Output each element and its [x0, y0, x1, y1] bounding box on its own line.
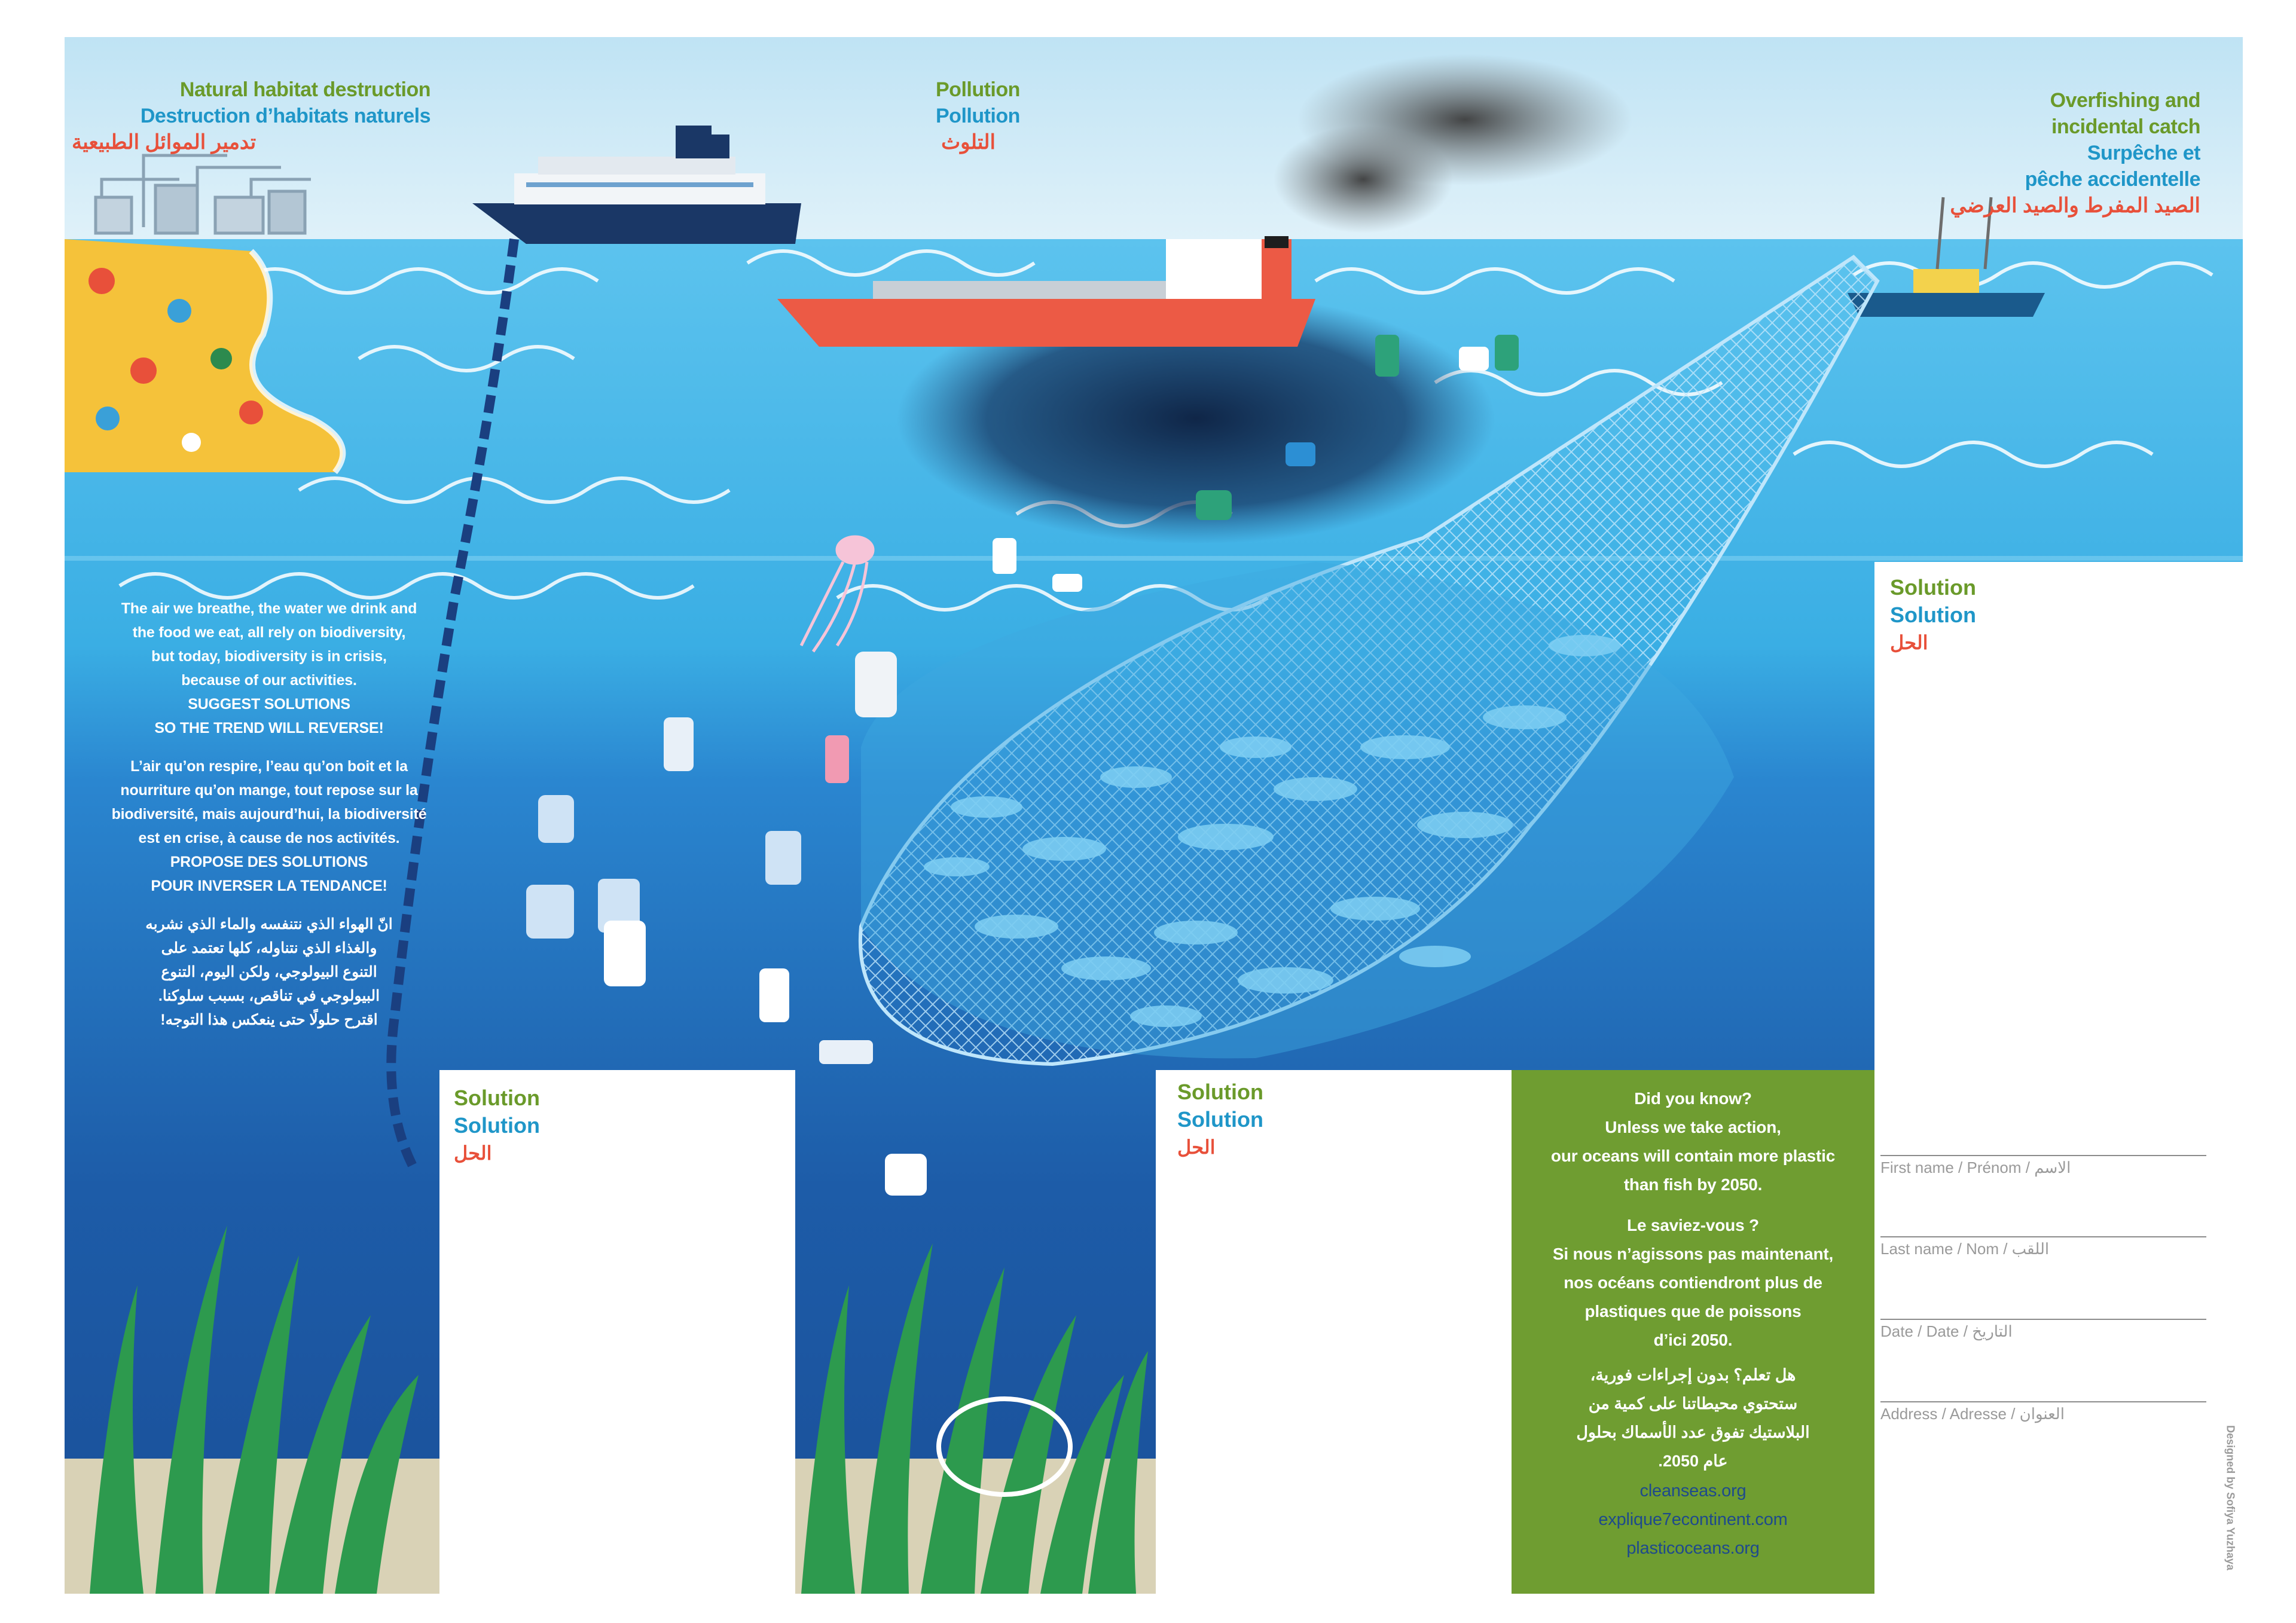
- fishing-boat-icon: [1848, 197, 2045, 317]
- did-you-know-en-line: than fish by 2050.: [1623, 1175, 1763, 1194]
- intro-fr-line: nourriture qu’on mange, tout repose sur …: [120, 782, 418, 799]
- form-last-name-label: Last name / Nom / اللقب: [1880, 1240, 2050, 1258]
- form-first-name-label: First name / Prénom / الاسم: [1880, 1159, 2071, 1176]
- link-cleanseas[interactable]: cleanseas.org: [1639, 1481, 1747, 1500]
- intro-ar: انّ الهواء الذي نتنفسه والماء الذي نشربه…: [96, 912, 442, 1032]
- did-you-know-fr-line: plastiques que de poissons: [1584, 1302, 1802, 1321]
- solution-label-fr: Solution: [1177, 1107, 1263, 1132]
- did-you-know-panel: Did you know? Unless we take action, our…: [1512, 1070, 1874, 1594]
- intro-en-line: SO THE TREND WILL REVERSE!: [154, 720, 384, 736]
- did-you-know-en: Did you know? Unless we take action, our…: [1512, 1084, 1874, 1199]
- threat-habitat-en: Natural habitat destruction: [179, 78, 431, 101]
- threat-pollution: Pollution Pollution التلوث: [936, 77, 1115, 155]
- oil-spill: [897, 293, 1495, 544]
- plastic-bottle-icon: [664, 717, 694, 771]
- solution-label-ar: الحل: [454, 1142, 492, 1164]
- threat-overfishing-fr-1: Surpêche et: [2087, 142, 2201, 164]
- solution-box-middle[interactable]: Solution Solution الحل: [1156, 1070, 1512, 1594]
- solution-box-left[interactable]: Solution Solution الحل: [439, 1070, 795, 1594]
- did-you-know-fr: Le saviez-vous ? Si nous n’agissons pas …: [1512, 1211, 1874, 1355]
- did-you-know-ar-line: عام 2050.: [1658, 1452, 1728, 1470]
- threat-overfishing-en-2: incidental catch: [2051, 115, 2200, 138]
- beach-umbrellas: [88, 268, 263, 452]
- intro-fr-line: biodiversité, mais aujourd’hui, la biodi…: [111, 806, 427, 823]
- intro-ar-line: اقترح حلولًا حتى ينعكس هذا التوجه!: [160, 1011, 378, 1028]
- intro-en-line: the food we eat, all rely on biodiversit…: [132, 624, 406, 641]
- jellyfish-icon: [799, 535, 875, 653]
- did-you-know-ar: هل تعلم؟ بدون إجراءات فورية، ستحتوي محيط…: [1512, 1361, 1874, 1475]
- form-date-label: Date / Date / التاريخ: [1880, 1322, 2013, 1340]
- form-last-name-line[interactable]: [1880, 1236, 2206, 1237]
- did-you-know-en-line: Did you know?: [1634, 1089, 1752, 1108]
- threat-habitat: Natural habitat destruction Destruction …: [72, 77, 431, 155]
- intro-en-line: SUGGEST SOLUTIONS: [188, 696, 350, 713]
- intro-en-line: but today, biodiversity is in crisis,: [151, 648, 387, 665]
- bicycle-wheel-icon: [936, 1396, 1073, 1497]
- threat-overfishing: Overfishing and incidental catch Surpêch…: [1913, 87, 2200, 219]
- did-you-know-ar-line: هل تعلم؟ بدون إجراءات فورية،: [1590, 1366, 1796, 1384]
- did-you-know-en-line: Unless we take action,: [1605, 1118, 1781, 1136]
- threat-habitat-fr: Destruction d’habitats naturels: [140, 105, 431, 127]
- intro-ar-line: انّ الهواء الذي نتنفسه والماء الذي نشربه: [145, 916, 393, 933]
- form-address-line[interactable]: [1880, 1401, 2206, 1402]
- fishing-net-icon: [858, 255, 1880, 1066]
- link-plasticoceans[interactable]: plasticoceans.org: [1626, 1539, 1760, 1558]
- did-you-know-fr-line: nos océans contiendront plus de: [1564, 1273, 1822, 1292]
- intro-fr: L’air qu’on respire, l’eau qu’on boit et…: [96, 754, 442, 898]
- surface-waves: [118, 249, 2213, 612]
- intro-en-line: The air we breathe, the water we drink a…: [121, 600, 417, 617]
- form-date-line[interactable]: [1880, 1319, 2206, 1320]
- solution-label-fr: Solution: [1890, 603, 1976, 627]
- did-you-know-ar-line: البلاستيك تفوق عدد الأسماك بحلول: [1576, 1423, 1810, 1441]
- did-you-know-fr-line: Si nous n’agissons pas maintenant,: [1552, 1245, 1834, 1263]
- threat-overfishing-en-1: Overfishing and: [2050, 89, 2201, 112]
- intro-en-line: because of our activities.: [181, 672, 357, 689]
- solution-label-en: Solution: [1177, 1080, 1263, 1104]
- did-you-know-links: cleanseas.org explique7econtinent.com pl…: [1512, 1477, 1874, 1563]
- intro-fr-line: POUR INVERSER LA TENDANCE!: [151, 878, 387, 894]
- form-address-label: Address / Adresse / العنوان: [1880, 1405, 2065, 1423]
- solution-box-right[interactable]: Solution Solution الحل: [1874, 562, 2296, 1594]
- threat-pollution-fr: Pollution: [936, 105, 1020, 127]
- sea-layer-line: [65, 556, 2243, 561]
- form-first-name-line[interactable]: [1880, 1155, 2206, 1156]
- intro-en: The air we breathe, the water we drink a…: [96, 597, 442, 740]
- link-explique7econtinent[interactable]: explique7econtinent.com: [1598, 1510, 1788, 1529]
- plastic-debris: [526, 335, 1519, 1196]
- did-you-know-fr-line: Le saviez-vous ?: [1627, 1216, 1759, 1234]
- threat-habitat-ar: تدمير الموائل الطبيعية: [72, 131, 257, 154]
- threat-overfishing-ar: الصيد المفرط والصيد العرضي: [1950, 194, 2200, 217]
- solution-label-ar: الحل: [1890, 632, 1928, 653]
- solution-label-en: Solution: [1890, 575, 1976, 600]
- intro-text: The air we breathe, the water we drink a…: [96, 597, 442, 1032]
- threat-overfishing-fr-2: pêche accidentelle: [2025, 168, 2201, 191]
- did-you-know-fr-line: d’ici 2050.: [1653, 1331, 1733, 1349]
- tanker-ship-icon: [777, 236, 1315, 347]
- intro-ar-line: التنوع البيولوجي، ولكن اليوم، التنوع: [161, 964, 377, 980]
- did-you-know-ar-line: ستحتوي محيطاتنا على كمية من: [1588, 1395, 1798, 1413]
- beach: [65, 239, 343, 472]
- intro-fr-line: L’air qu’on respire, l’eau qu’on boit et…: [130, 758, 408, 775]
- solution-label-en: Solution: [454, 1086, 540, 1110]
- designer-credit: Designed by Sofiya Yuzhaya: [2224, 1425, 2237, 1570]
- threat-pollution-ar: التلوث: [941, 131, 996, 154]
- solution-label-fr: Solution: [454, 1113, 540, 1138]
- intro-ar-line: البيولوجي في تناقص، بسبب سلوكنا.: [158, 988, 380, 1004]
- intro-fr-line: PROPOSE DES SOLUTIONS: [170, 854, 368, 870]
- intro-ar-line: والغذاء الذي نتناوله، كلها تعتمد على: [161, 940, 377, 956]
- cruise-ship-icon: [472, 126, 801, 244]
- construction-cranes: [94, 154, 311, 235]
- threat-pollution-en: Pollution: [936, 78, 1020, 101]
- intro-fr-line: est en crise, à cause de nos activités.: [138, 830, 400, 846]
- seagrass-icon: [90, 1225, 1148, 1594]
- fish-school: [924, 635, 1620, 1027]
- anchor-chain-icon: [386, 238, 519, 1168]
- solution-label-ar: الحل: [1177, 1136, 1216, 1158]
- did-you-know-en-line: our oceans will contain more plastic: [1550, 1147, 1836, 1165]
